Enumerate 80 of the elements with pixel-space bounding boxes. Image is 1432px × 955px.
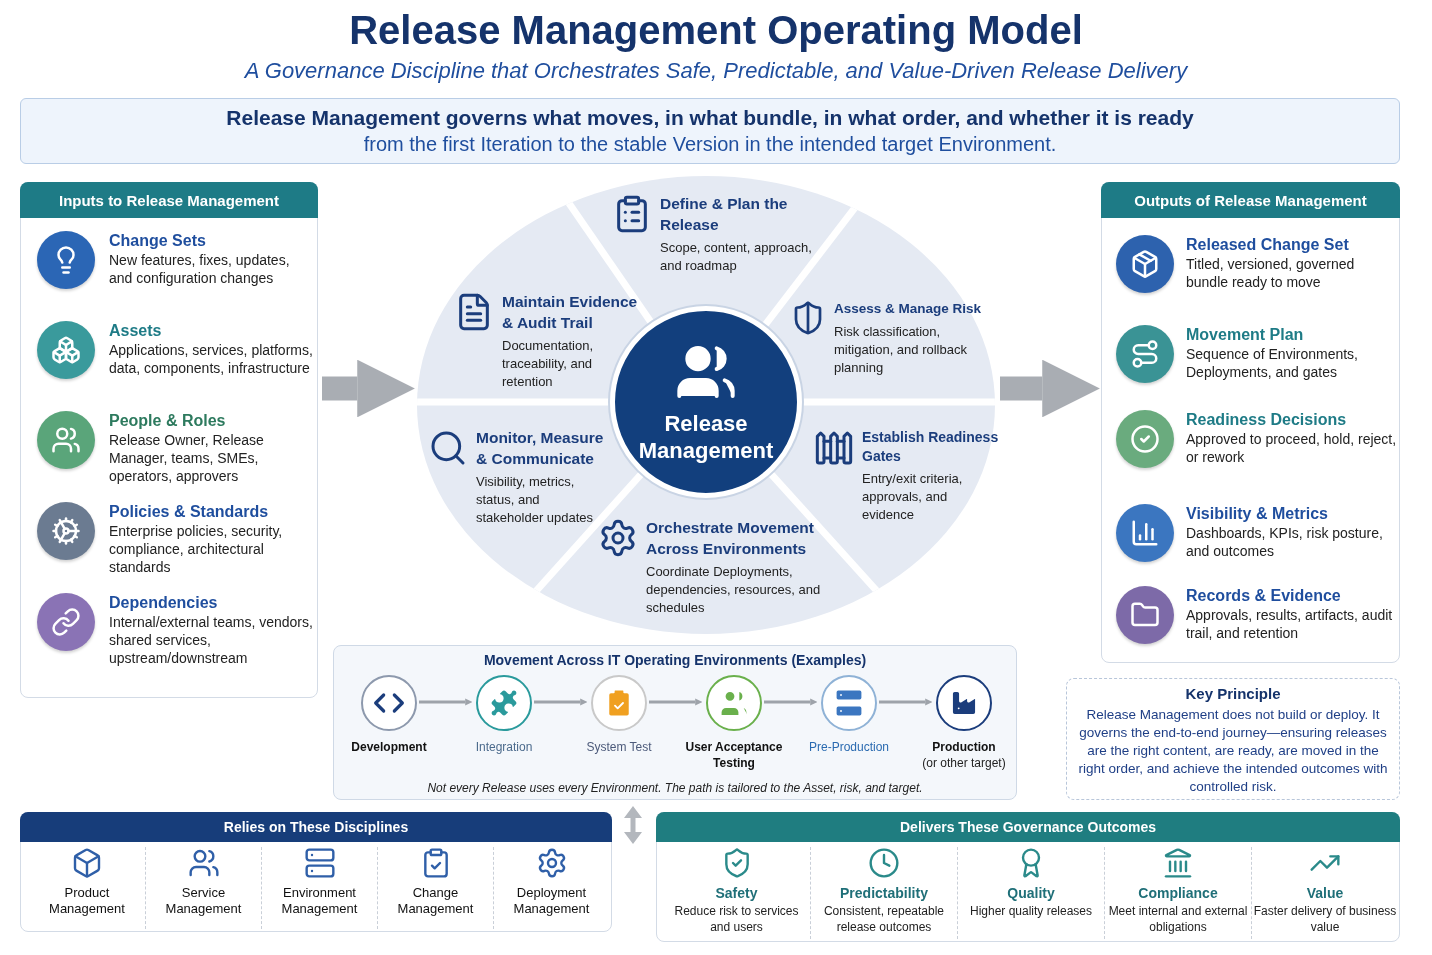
- panel-header: Delivers These Governance Outcomes: [656, 812, 1400, 842]
- item-description: Approvals, results, artifacts, audit trail, and retention: [1186, 606, 1394, 642]
- item-title: Readiness Decisions: [1186, 410, 1348, 430]
- panel-title: Movement Across IT Operating Environments (Examples): [482, 652, 868, 668]
- discipline-label: Product Management: [48, 885, 126, 917]
- outcome-description: Reduce risk to services and users: [673, 903, 800, 935]
- segment-description: Visibility, metrics, status, and stakeholder updates: [476, 473, 595, 527]
- panel-header: Relies on These Disciplines: [20, 812, 612, 842]
- discipline-label: Compliance: [1138, 885, 1218, 901]
- segment-description: Coordinate Deployments, dependencies, resources, and schedules: [646, 563, 822, 617]
- outcome-description: Consistent, repeatable release outcomes: [822, 903, 946, 935]
- footnote: Not every Release uses every Environment. The path is tailored to the Asset, risk, and target.: [426, 781, 924, 795]
- outcome-description: Meet internal and external obligations: [1107, 903, 1249, 935]
- segment-description: Scope, content, approach, and roadmap: [660, 239, 813, 275]
- diagram-title: Release Management Operating Model: [348, 8, 1084, 53]
- item-title: Visibility & Metrics: [1186, 504, 1329, 524]
- item-description: Approved to proceed, hold, reject, or rework: [1186, 430, 1398, 466]
- environment-label: Production: [932, 739, 996, 755]
- banner-text: from the first Iteration to the stable Version in the intended target Environment.: [363, 132, 1057, 157]
- panel-card: [20, 812, 612, 932]
- segment-title: Assess & Manage Risk: [834, 300, 983, 318]
- item-description: Sequence of Environments, Deployments, and gates: [1186, 345, 1359, 381]
- environments-panel: [333, 645, 1017, 800]
- arrow: [764, 698, 818, 706]
- segment-description: Documentation, traceability, and retention: [502, 337, 595, 391]
- discipline-label: Deployment Management: [512, 885, 591, 917]
- item-description: Titled, versioned, governed bundle ready to move: [1186, 255, 1356, 291]
- item-title: People & Roles: [109, 411, 227, 431]
- discipline-label: Service Management: [164, 885, 243, 917]
- environment-label: Pre-Production: [808, 739, 889, 755]
- item-title: Records & Evidence: [1186, 586, 1342, 606]
- outcome-description: Faster delivery of business value: [1252, 903, 1398, 935]
- segment-description: Entry/exit criteria, approvals, and evidence: [862, 470, 964, 524]
- panel-card: [1101, 182, 1400, 663]
- segment-title: Define & Plan the Release: [660, 194, 789, 235]
- discipline-label: Change Management: [396, 885, 475, 917]
- discipline-label: Predictability: [840, 885, 928, 901]
- discipline-label: Quality: [1007, 885, 1055, 901]
- segment-title: Orchestrate Movement Across Environments: [646, 518, 815, 559]
- arrow: [879, 698, 933, 706]
- item-description: Enterprise policies, security, compliance, architectural standards: [109, 522, 284, 576]
- panel-header: Outputs of Release Management: [1101, 182, 1400, 218]
- environment-label: (or other target): [922, 755, 1006, 771]
- segment-title: Establish Readiness Gates: [862, 428, 1000, 466]
- banner-text: Release Management governs what moves, in what bundle, in what order, and whether it is ready: [226, 105, 1194, 131]
- item-description: New features, fixes, updates, and configuration changes: [109, 251, 291, 287]
- key-principle-card: [1066, 678, 1400, 800]
- discipline-label: Environment Management: [280, 885, 359, 917]
- arrow: [322, 359, 415, 418]
- item-description: Release Owner, Release Manager, teams, SMEs, operators, approvers: [109, 431, 265, 485]
- item-title: Change Sets: [109, 231, 207, 251]
- segment-description: Risk classification, mitigation, and rollback planning: [834, 322, 968, 377]
- panel-card: [20, 182, 318, 698]
- item-description: Applications, services, platforms, data, components, infrastructure: [109, 341, 313, 377]
- segment-title: Monitor, Measure & Communicate: [476, 428, 605, 469]
- hub-label: Release Management: [637, 410, 775, 464]
- arrow: [649, 698, 703, 706]
- item-description: Internal/external teams, vendors, shared services, upstream/downstream: [109, 613, 313, 667]
- outcome-description: Higher quality releases: [969, 903, 1093, 919]
- arrow: [1000, 359, 1100, 418]
- item-title: Dependencies: [109, 593, 219, 613]
- item-title: Released Change Set: [1186, 235, 1350, 255]
- discipline-label: Value: [1306, 885, 1344, 901]
- environment-label: System Test: [586, 739, 652, 755]
- panel-header: Inputs to Release Management: [20, 182, 318, 218]
- item-title: Movement Plan: [1186, 325, 1305, 345]
- environment-label: User Acceptance Testing: [684, 739, 784, 771]
- card-title: Key Principle: [1185, 685, 1281, 702]
- item-title: Policies & Standards: [109, 502, 270, 522]
- segment-title: Maintain Evidence & Audit Trail: [502, 292, 639, 333]
- discipline-label: Safety: [715, 885, 758, 901]
- item-description: Dashboards, KPIs, risk posture, and outcomes: [1186, 524, 1384, 560]
- principle-text: Release Management does not build or deploy. It governs the end-to-end journey—ensuring releases are the right content, are ready, are moved in the right order, and achieve the intended outcomes with controlled risk.: [1077, 706, 1389, 796]
- panel-card: [656, 812, 1400, 942]
- arrow: [534, 698, 588, 706]
- item-title: Assets: [109, 321, 163, 341]
- arrow: [419, 698, 473, 706]
- environment-label: Integration: [475, 739, 533, 755]
- diagram-subtitle: A Governance Discipline that Orchestrates Safe, Predictable, and Value-Driven Release Delivery: [243, 58, 1189, 84]
- environment-label: Development: [351, 739, 427, 755]
